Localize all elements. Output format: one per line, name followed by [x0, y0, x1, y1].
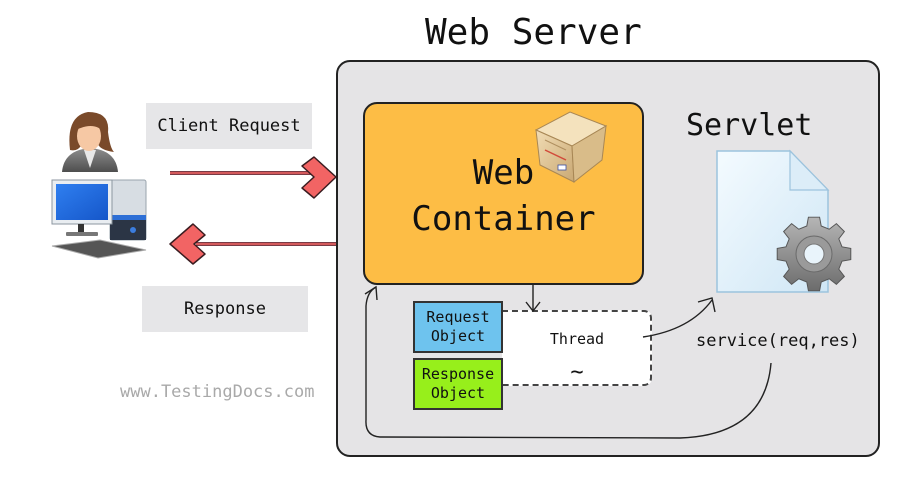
service-method-label: service(req,res)	[696, 331, 860, 351]
thread-label: Thread	[549, 330, 605, 348]
response-object-line1: Response	[421, 365, 495, 383]
user-icon	[62, 112, 118, 172]
web-container-line2: Container	[411, 199, 596, 239]
response-object-box: Response Object	[413, 358, 503, 410]
client-request-label: Client Request	[146, 103, 312, 149]
desktop-computer-icon	[51, 179, 147, 259]
response-label: Response	[142, 286, 308, 332]
servlet-label: Servlet	[686, 108, 813, 143]
web-container-label: Web Container	[363, 150, 644, 242]
response-arrow	[169, 223, 336, 265]
request-object-line2: Object	[430, 327, 486, 345]
request-object-box: Request Object	[413, 301, 503, 353]
watermark: www.TestingDocs.com	[120, 382, 315, 402]
request-arrow	[170, 156, 337, 199]
web-server-title: Web Server	[425, 12, 642, 53]
thread-tilde: ~	[570, 360, 584, 385]
request-object-line1: Request	[426, 308, 490, 326]
web-container-line1: Web	[472, 153, 535, 193]
response-object-line2: Object	[430, 384, 486, 402]
